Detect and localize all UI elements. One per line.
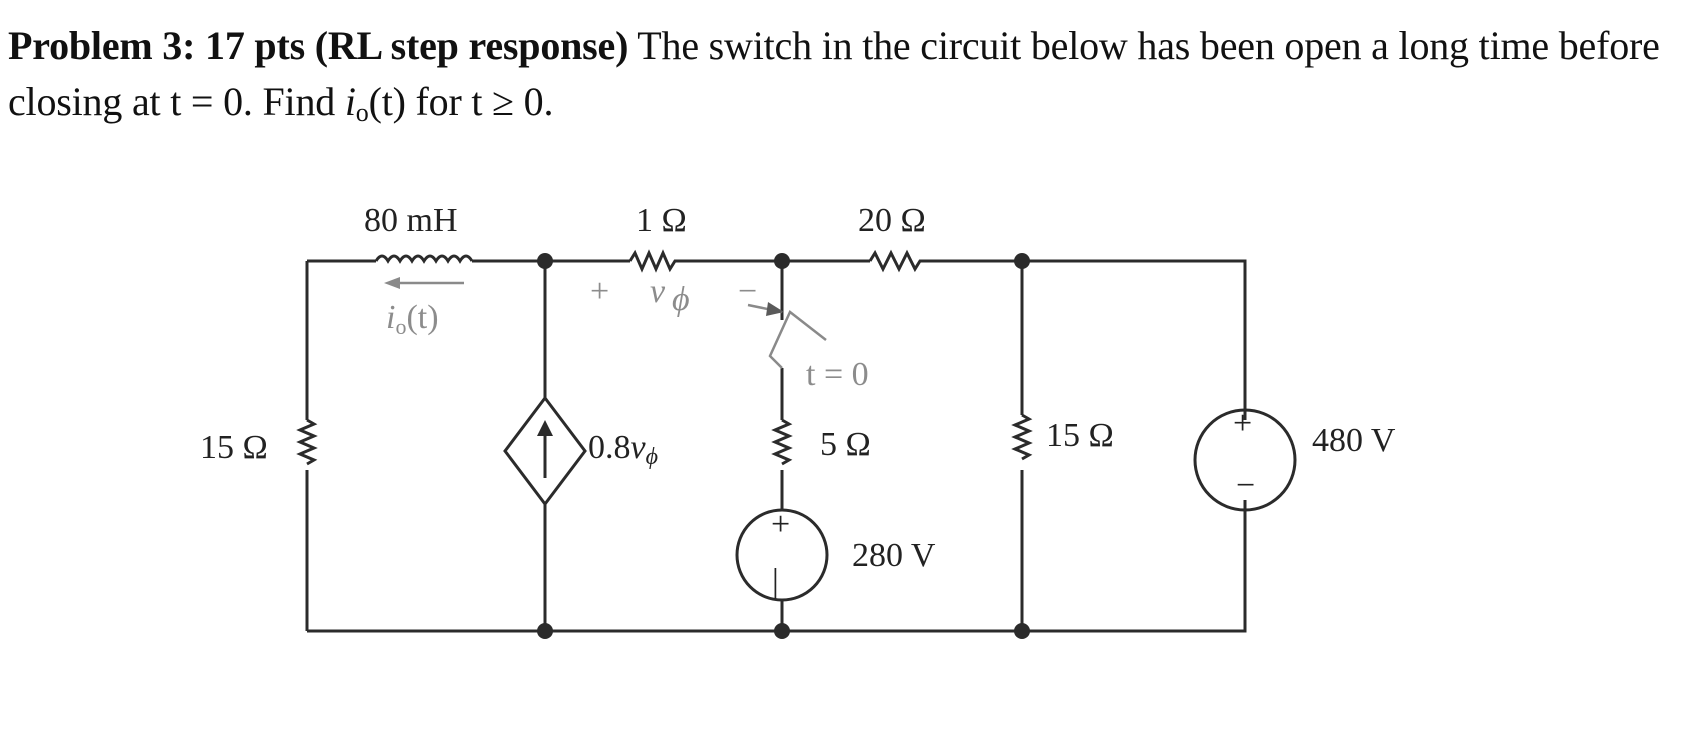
- inductor-label: 80 mH: [364, 202, 458, 239]
- vphi-minus-sign: −: [738, 273, 757, 310]
- resistor-15-ohm-right-label: 15 Ω: [1046, 417, 1114, 454]
- voltage-source-280v: [735, 508, 829, 602]
- resistor-15-ohm-left: [296, 418, 318, 466]
- switch-time-label: t = 0: [806, 356, 869, 393]
- resistor-5-ohm: [771, 418, 793, 466]
- vphi-phi-label: ϕ: [672, 281, 690, 318]
- switch-arm: [768, 310, 827, 369]
- dependent-source-arrowhead: [537, 420, 553, 436]
- problem-heading: Problem 3: 17 pts (RL step response): [8, 23, 629, 68]
- source-280v-label: 280 V: [852, 537, 936, 574]
- resistor-5-ohm-label: 5 Ω: [820, 426, 871, 463]
- top-wire-right: [930, 259, 1247, 420]
- node-top-c: [1014, 253, 1030, 269]
- vphi-v-label: v: [650, 273, 666, 310]
- node-bottom-a: [537, 623, 553, 639]
- current-arrowhead: [384, 277, 400, 289]
- source-480v-minus: −: [1236, 467, 1255, 504]
- switch-arrowhead: [766, 302, 784, 316]
- resistor-15-ohm-right: [1011, 413, 1033, 461]
- resistor-20-ohm: [868, 249, 930, 273]
- vphi-plus-sign: +: [590, 273, 609, 310]
- current-symbol: i: [344, 79, 356, 124]
- problem-text-part2: (t) for t ≥ 0.: [368, 79, 554, 124]
- bottom-wire: [307, 500, 1247, 633]
- source-280v-plus: +: [771, 506, 790, 543]
- source-480v-plus: +: [1233, 405, 1252, 442]
- resistor-1-ohm: [628, 249, 688, 273]
- problem-text-part1: The switch in the circuit below has been…: [8, 23, 1660, 124]
- node-bottom-b: [774, 623, 790, 639]
- resistor-15-ohm-left-label: 15 Ω: [200, 429, 268, 466]
- source-480v-label: 480 V: [1312, 422, 1396, 459]
- node-top-a: [537, 253, 553, 269]
- dependent-current-source: [503, 395, 587, 507]
- dependent-source-label: 0.8vϕ: [588, 429, 658, 470]
- problem-statement: Problem 3: 17 pts (RL step response) The…: [8, 18, 1694, 130]
- current-subscript: o: [355, 98, 369, 127]
- source-280v-minus: |: [772, 563, 779, 600]
- inductor-coil: [374, 254, 474, 264]
- resistor-20-ohm-label: 20 Ω: [858, 202, 926, 239]
- voltage-source-480v: [1193, 408, 1297, 512]
- node-bottom-c: [1014, 623, 1030, 639]
- node-top-b: [774, 253, 790, 269]
- resistor-1-ohm-label: 1 Ω: [636, 202, 687, 239]
- switch: t = 0: [747, 302, 869, 393]
- current-io-label: io(t): [386, 299, 439, 339]
- nodes: [537, 253, 1030, 639]
